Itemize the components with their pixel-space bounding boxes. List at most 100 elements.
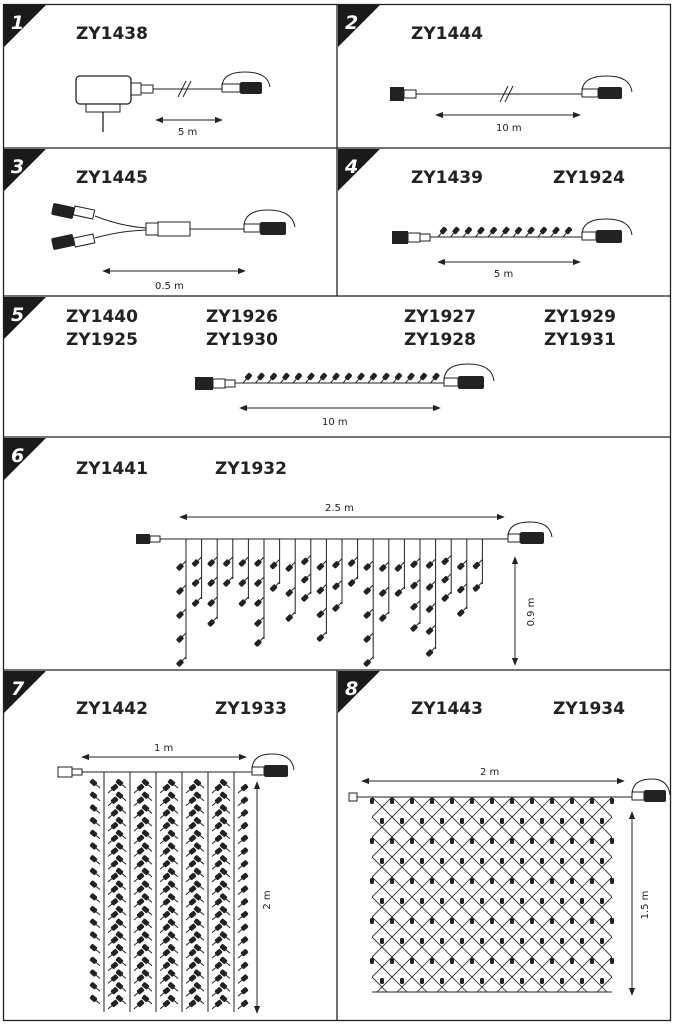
bulb-icon <box>237 872 249 883</box>
bulb-icon <box>420 818 424 824</box>
bulb-icon <box>89 804 101 814</box>
bulb-icon <box>167 956 179 967</box>
panel-3-diagram: 0.5 m <box>51 203 296 292</box>
bulb-icon <box>237 885 249 895</box>
bulb-icon <box>301 591 312 602</box>
bulb-icon <box>219 994 231 1005</box>
panel-1-diagram: 5 m <box>75 71 271 138</box>
bulb-icon <box>267 372 278 384</box>
bulb-icon <box>390 838 394 844</box>
bulb-icon <box>133 822 145 832</box>
bulb-icon <box>380 978 384 984</box>
bulb-icon <box>410 798 414 804</box>
bulb-icon <box>141 994 153 1005</box>
product-code: ZY1930 <box>206 330 278 350</box>
product-code: ZY1933 <box>215 699 287 719</box>
product-code: ZY1444 <box>411 24 483 44</box>
bulb-icon <box>107 898 119 908</box>
bulb-icon <box>219 893 231 903</box>
bulb-icon <box>167 982 179 992</box>
bulb-icon <box>219 956 231 967</box>
bulb-icon <box>89 893 101 903</box>
bulb-icon <box>167 931 179 941</box>
bulb-icon <box>133 872 145 883</box>
bulb-icon <box>167 880 179 890</box>
bulb-icon <box>89 994 101 1005</box>
panel-badge-6: 6 <box>4 438 46 480</box>
dimension-label: 5 m <box>178 127 197 138</box>
bulb-icon <box>219 944 231 954</box>
bulb-icon <box>363 560 374 571</box>
bulb-icon <box>89 905 101 916</box>
bulb-icon <box>193 944 205 954</box>
bulb-icon <box>219 969 231 979</box>
bulb-icon <box>107 809 119 819</box>
bulb-icon <box>185 834 197 845</box>
product-code: ZY1439 <box>411 168 483 188</box>
panel-5-diagram: 10 m <box>195 363 495 428</box>
bulb-icon <box>441 591 452 602</box>
bulb-icon <box>500 818 504 824</box>
bulb-icon <box>141 982 153 992</box>
bulb-icon <box>159 910 171 921</box>
bulb-icon <box>332 601 343 612</box>
bulb-icon <box>550 226 560 238</box>
bulb-icon <box>141 944 153 954</box>
badge-number: 5 <box>11 304 24 326</box>
bulb-icon <box>176 632 187 643</box>
bulb-icon <box>392 372 403 384</box>
bulb-icon <box>115 969 127 979</box>
bulb-icon <box>219 817 231 827</box>
panel-4-diagram: 5 m <box>392 218 633 280</box>
bulb-icon <box>219 778 231 789</box>
bulb-icon <box>316 631 327 642</box>
bulb-icon <box>211 999 223 1010</box>
bulb-icon <box>141 956 153 967</box>
bulb-icon <box>191 556 202 567</box>
bulb-icon <box>370 958 374 964</box>
bulb-icon <box>211 987 223 997</box>
bulb-icon <box>237 974 249 984</box>
bulb-icon <box>254 576 265 587</box>
bulb-icon <box>159 961 171 972</box>
bulb-icon <box>440 978 444 984</box>
bulb-icon <box>237 783 249 794</box>
bulb-icon <box>269 559 280 570</box>
bulb-icon <box>347 576 358 587</box>
bulb-icon <box>237 923 249 934</box>
bulb-icon <box>450 226 460 238</box>
bulb-icon <box>176 608 187 619</box>
bulb-icon <box>211 834 223 845</box>
bulb-icon <box>193 994 205 1005</box>
bulb-icon <box>363 656 374 667</box>
bulb-icon <box>390 798 394 804</box>
bulb-icon <box>510 838 514 844</box>
bulb-icon <box>363 632 374 643</box>
bulb-icon <box>115 944 127 954</box>
bulb-icon <box>115 893 127 903</box>
bulb-icon <box>141 817 153 827</box>
bulb-icon <box>560 978 564 984</box>
bulb-icon <box>450 878 454 884</box>
bulb-icon <box>89 791 101 802</box>
bulb-icon <box>457 606 468 617</box>
bulb-icon <box>580 858 584 864</box>
bulb-icon <box>133 834 145 845</box>
bulb-icon <box>207 576 218 587</box>
bulb-icon <box>570 878 574 884</box>
panel-7-diagram: 1 m 2 m <box>57 743 295 1014</box>
bulb-icon <box>400 858 404 864</box>
bulb-icon <box>185 872 197 883</box>
badge-number: 7 <box>11 678 25 700</box>
bulb-icon <box>470 798 474 804</box>
product-code: ZY1932 <box>215 459 287 479</box>
bulb-icon <box>133 974 145 984</box>
bulb-icon <box>425 558 436 569</box>
bulb-icon <box>193 817 205 827</box>
bulb-icon <box>370 838 374 844</box>
bulb-icon <box>530 838 534 844</box>
bulb-icon <box>141 855 153 865</box>
bulb-icon <box>500 898 504 904</box>
bulb-icon <box>211 949 223 959</box>
bulb-icon <box>219 804 231 814</box>
